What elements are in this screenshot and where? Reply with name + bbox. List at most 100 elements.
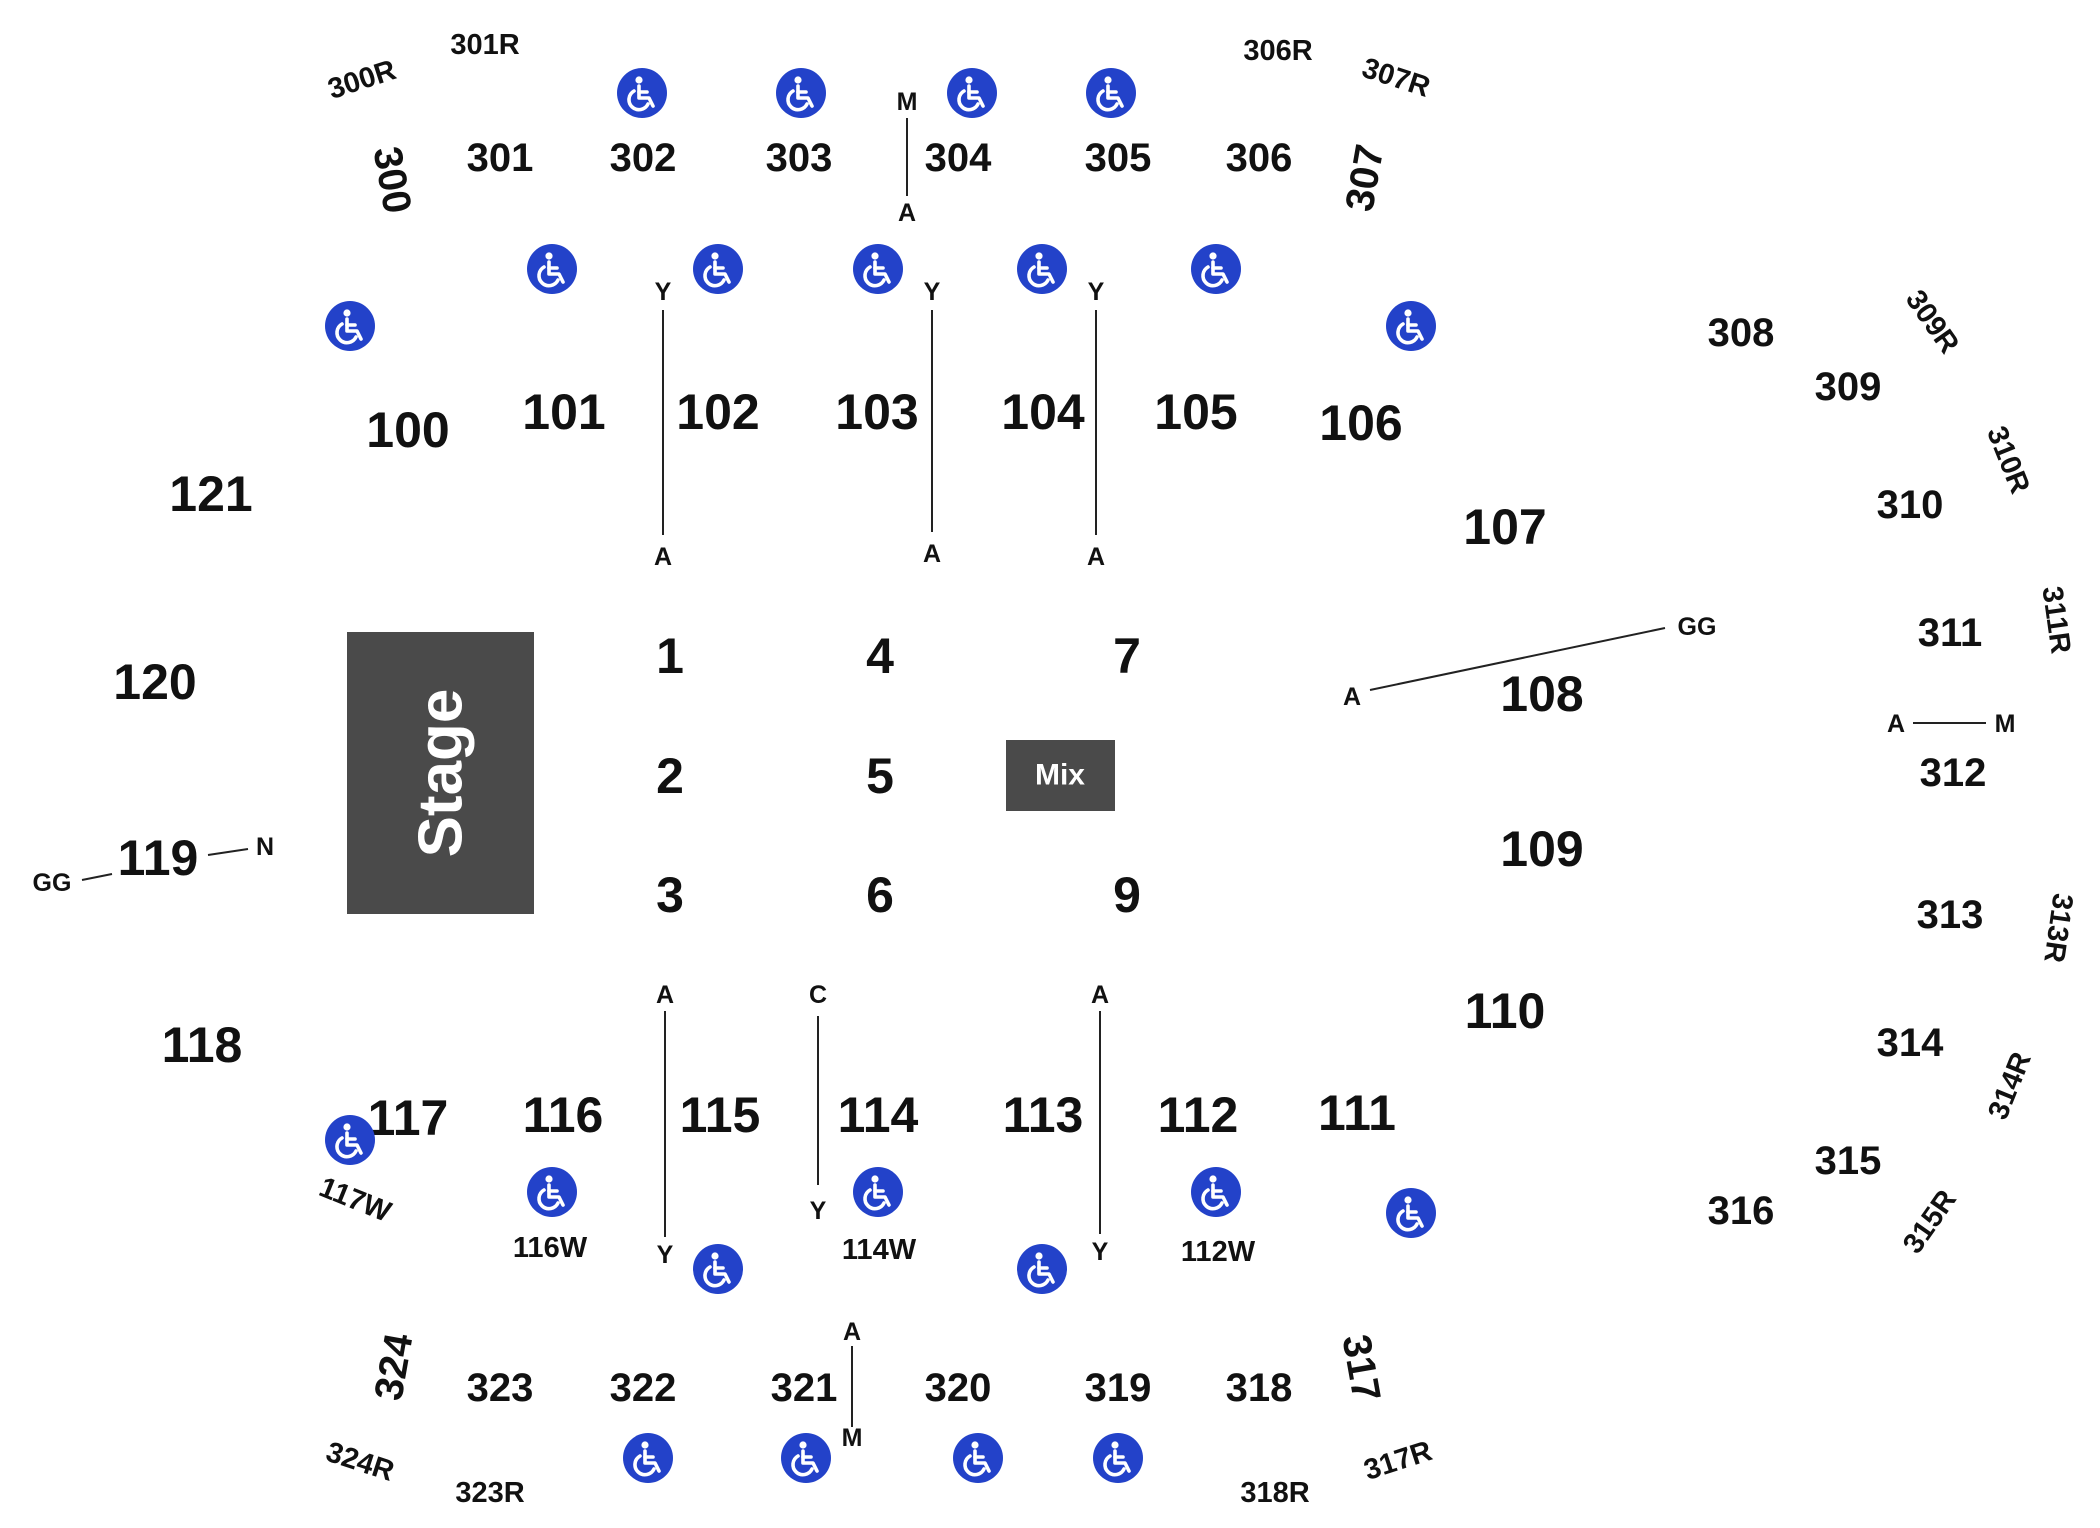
upper-section[interactable]: 302: [610, 136, 677, 180]
aisle-marker: M: [842, 1424, 863, 1452]
floor-section[interactable]: 4: [866, 628, 894, 684]
stage: Stage: [347, 632, 534, 914]
row-label: 323R: [455, 1477, 524, 1509]
floor-section[interactable]: 5: [866, 748, 894, 804]
aisle-marker: A: [656, 981, 674, 1009]
floor-sections: 1 2 3 4 5 6 7 9: [656, 628, 1141, 923]
upper-section[interactable]: 317: [1334, 1331, 1389, 1404]
wheelchair-label: 116W: [513, 1232, 588, 1264]
lower-section[interactable]: 111: [1318, 1085, 1396, 1141]
upper-section[interactable]: 320: [925, 1366, 992, 1410]
lower-section[interactable]: 119: [118, 830, 199, 886]
aisle-marker: M: [1995, 710, 2016, 738]
upper-section[interactable]: 304: [925, 136, 992, 180]
stage-label: Stage: [407, 689, 476, 858]
floor-section[interactable]: 1: [656, 628, 684, 684]
wheelchair-icon: [525, 242, 579, 296]
lower-section[interactable]: 108: [1500, 666, 1583, 722]
aisle-marker: N: [256, 833, 274, 861]
row-label: 310R: [1980, 422, 2036, 498]
lower-section[interactable]: 120: [113, 654, 196, 710]
upper-section[interactable]: 319: [1085, 1366, 1152, 1410]
row-label: 317R: [1360, 1435, 1436, 1487]
upper-section[interactable]: 303: [766, 136, 833, 180]
floor-section[interactable]: 7: [1113, 628, 1141, 684]
lower-section[interactable]: 118: [162, 1017, 243, 1073]
row-label: 318R: [1240, 1477, 1309, 1509]
mix-position: Mix: [1006, 740, 1115, 811]
lower-section[interactable]: 105: [1154, 384, 1237, 440]
floor-section[interactable]: 3: [656, 867, 684, 923]
upper-section[interactable]: 324: [367, 1330, 422, 1404]
wheelchair-label: 117W: [315, 1171, 396, 1229]
wheelchair-icon: [774, 66, 828, 120]
aisle-lines: [81, 118, 1986, 1427]
aisle-marker: Y: [1088, 278, 1105, 306]
aisle-marker: GG: [33, 869, 72, 897]
lower-section[interactable]: 113: [1003, 1087, 1084, 1143]
lower-section[interactable]: 117: [368, 1090, 449, 1146]
upper-section[interactable]: 323: [467, 1366, 534, 1410]
lower-section[interactable]: 114: [838, 1087, 919, 1143]
lower-section[interactable]: 103: [835, 384, 918, 440]
upper-section[interactable]: 310: [1877, 483, 1944, 527]
aisle-marker: A: [898, 199, 916, 227]
aisle-marker: A: [923, 540, 941, 568]
lower-section[interactable]: 106: [1319, 395, 1402, 451]
lower-section[interactable]: 104: [1001, 384, 1085, 440]
lower-section[interactable]: 100: [366, 402, 449, 458]
upper-section[interactable]: 318: [1226, 1366, 1293, 1410]
wheelchair-icon: [691, 1242, 745, 1296]
aisle-marker: GG: [1678, 613, 1717, 641]
wheelchair-icon: [951, 1431, 1005, 1485]
row-label: 324R: [322, 1436, 398, 1488]
wheelchair-icon: [525, 1165, 579, 1219]
wheelchair-icon: [323, 299, 377, 353]
upper-section[interactable]: 314: [1877, 1021, 1944, 1065]
floor-section[interactable]: 2: [656, 748, 684, 804]
lower-section[interactable]: 112: [1158, 1087, 1239, 1143]
row-label: 315R: [1897, 1184, 1963, 1259]
upper-section[interactable]: 321: [771, 1366, 838, 1410]
lower-section[interactable]: 116: [523, 1087, 604, 1143]
lower-section[interactable]: 121: [169, 466, 252, 522]
row-label: 313R: [2037, 891, 2078, 964]
row-label: 309R: [1899, 284, 1965, 359]
upper-section[interactable]: 315: [1815, 1139, 1882, 1183]
upper-section[interactable]: 313: [1917, 893, 1984, 937]
wheelchair-icon: [323, 1113, 377, 1167]
upper-section[interactable]: 311: [1918, 611, 1983, 655]
aisle-marker: A: [1343, 683, 1361, 711]
upper-section[interactable]: 307: [1338, 141, 1393, 214]
lower-section[interactable]: 109: [1500, 821, 1583, 877]
upper-section[interactable]: 301: [467, 136, 534, 180]
wheelchair-icon: [1015, 1242, 1069, 1296]
lower-section[interactable]: 115: [680, 1087, 761, 1143]
lower-sections: 100 101 102 103 104 105 106 107 108 109 …: [113, 384, 1583, 1146]
lower-section[interactable]: 101: [522, 384, 605, 440]
row-label: 300R: [324, 54, 400, 106]
wheelchair-icon: [945, 66, 999, 120]
aisle-marker: A: [843, 1318, 861, 1346]
lower-section[interactable]: 102: [676, 384, 759, 440]
aisle-marker: A: [1091, 981, 1109, 1009]
upper-section[interactable]: 306: [1226, 136, 1293, 180]
lower-section[interactable]: 107: [1463, 499, 1546, 555]
lower-section[interactable]: 110: [1465, 983, 1546, 1039]
upper-section[interactable]: 309: [1815, 365, 1882, 409]
floor-section[interactable]: 9: [1113, 867, 1141, 923]
upper-section[interactable]: 300: [365, 143, 420, 216]
wheelchair-icon: [1091, 1431, 1145, 1485]
upper-section[interactable]: 308: [1708, 311, 1775, 355]
upper-section[interactable]: 322: [610, 1366, 677, 1410]
wheelchair-icon: [779, 1431, 833, 1485]
floor-section[interactable]: 6: [866, 867, 894, 923]
row-label: 311R: [2035, 584, 2076, 656]
upper-section[interactable]: 305: [1085, 136, 1152, 180]
aisle-marker: Y: [655, 278, 672, 306]
row-label: 314R: [1982, 1048, 2038, 1124]
upper-section[interactable]: 312: [1920, 751, 1987, 795]
aisle-marker: Y: [1092, 1238, 1109, 1266]
upper-section[interactable]: 316: [1708, 1189, 1775, 1233]
